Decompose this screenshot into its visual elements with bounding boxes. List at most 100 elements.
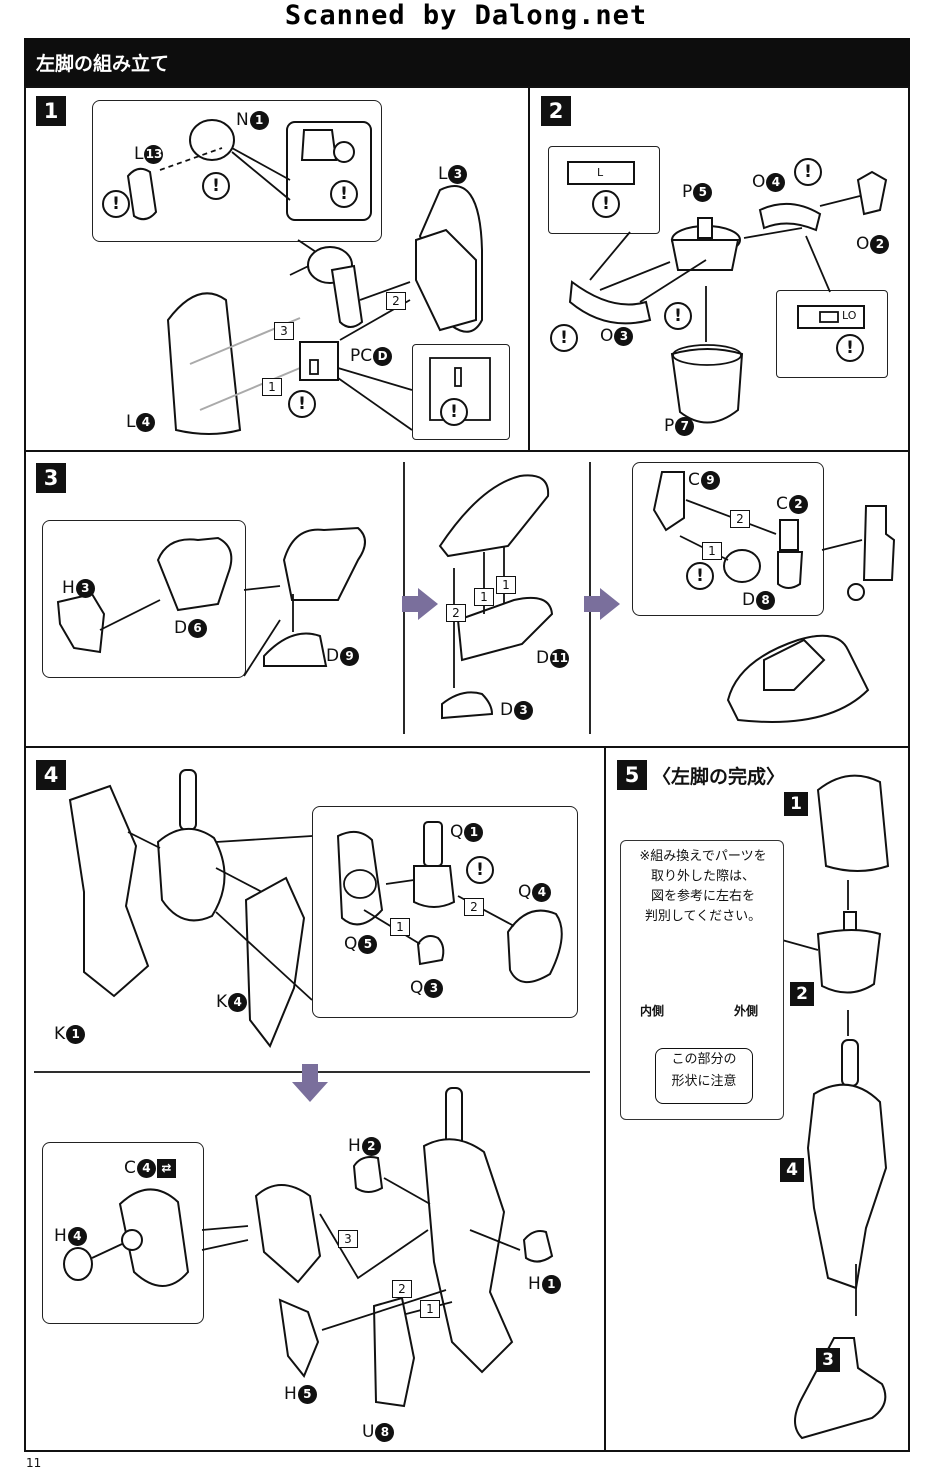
- order-number: 2: [392, 1280, 412, 1298]
- warning-icon: !: [836, 334, 864, 362]
- k1-thigh: [68, 784, 150, 998]
- shape-caution: この部分の 形状に注意: [655, 1048, 753, 1104]
- step2-inset-right: [776, 290, 888, 378]
- warning-icon: !: [686, 562, 714, 590]
- outer-side-label: 外側: [734, 1004, 759, 1018]
- shin-body: [422, 1138, 514, 1374]
- step5-panel: [604, 746, 910, 1452]
- step5-title: 〈左脚の完成〉: [652, 766, 786, 788]
- order-number: 2: [446, 604, 466, 622]
- o2-clip: [856, 170, 888, 216]
- warning-icon: !: [288, 390, 316, 418]
- order-number: 1: [702, 542, 722, 560]
- order-number: 1: [262, 378, 282, 396]
- l13-connector: [126, 167, 158, 221]
- h5-part: [278, 1298, 320, 1378]
- l4-shell: [166, 292, 242, 435]
- q5-part: [336, 830, 384, 926]
- completion-step-1: 1: [784, 792, 808, 816]
- h2-part: [352, 1156, 384, 1193]
- o3-top-view: [567, 161, 635, 185]
- next-arrow-1: [402, 588, 438, 620]
- u8-part: [372, 1296, 416, 1408]
- warning-icon: !: [330, 180, 358, 208]
- next-arrow-2: [584, 588, 620, 620]
- o3-ring: [568, 280, 652, 325]
- caution-line-2: 形状に注意: [671, 1074, 737, 1089]
- warning-icon: !: [592, 190, 620, 218]
- order-number: 3: [338, 1230, 358, 1248]
- o4-top-view: [797, 305, 865, 329]
- warning-icon: !: [794, 158, 822, 186]
- step1-number: 1: [36, 96, 66, 126]
- completion-step-4: 4: [780, 1158, 804, 1182]
- note-line-3: 図を参考に左右を: [650, 889, 755, 904]
- h1-part: [522, 1230, 554, 1263]
- pc-d-block: [299, 341, 339, 381]
- armor-plate: [254, 1184, 322, 1284]
- scan-credit: Scanned by Dalong.net: [284, 0, 648, 31]
- warning-icon: !: [466, 856, 494, 884]
- step5-number: 5: [617, 760, 647, 790]
- note-line-4: 判別してください。: [644, 909, 762, 924]
- warning-icon: !: [664, 302, 692, 330]
- order-number: 1: [496, 576, 516, 594]
- completion-step-3: 3: [816, 1348, 840, 1372]
- warning-icon: !: [440, 398, 468, 426]
- step2-number: 2: [541, 96, 571, 126]
- d8-part: [723, 549, 761, 583]
- foot-upper: [438, 474, 550, 558]
- order-number: 2: [730, 510, 750, 528]
- inset-text-l: L: [597, 166, 604, 179]
- complete-foot: [794, 1337, 887, 1440]
- warning-icon: !: [102, 190, 130, 218]
- complete-shin: [806, 1083, 888, 1290]
- ankle-assembly: [862, 505, 896, 581]
- inner-side-label: 内側: [640, 1004, 665, 1018]
- complete-cup: [816, 929, 882, 994]
- k4-cover: [244, 876, 306, 1048]
- o4-ring: [758, 202, 822, 232]
- section-header: 左脚の組み立て: [24, 38, 910, 86]
- note-line-1: ※組み換えでパーツを: [639, 849, 767, 864]
- knee-joint: [156, 827, 226, 922]
- h4-cap: [63, 1247, 93, 1281]
- c9-part: [652, 471, 685, 532]
- note-line-2: 取り外した際は、: [650, 869, 755, 884]
- c2-part: [779, 519, 799, 551]
- upper-joint: [330, 264, 364, 328]
- order-number: 1: [420, 1300, 440, 1318]
- complete-cap: [816, 774, 890, 872]
- q3-part: [416, 935, 445, 966]
- order-number: 2: [386, 292, 406, 310]
- d6-assembled: [282, 526, 366, 601]
- note-text: ※組み換えでパーツを 取り外した際は、 図を参考に左右を 判別してください。: [629, 847, 777, 927]
- section-title: 左脚の組み立て: [36, 53, 170, 75]
- h3-part: [56, 592, 106, 654]
- p7-cup: [670, 348, 744, 424]
- completion-step-2: 2: [790, 982, 814, 1006]
